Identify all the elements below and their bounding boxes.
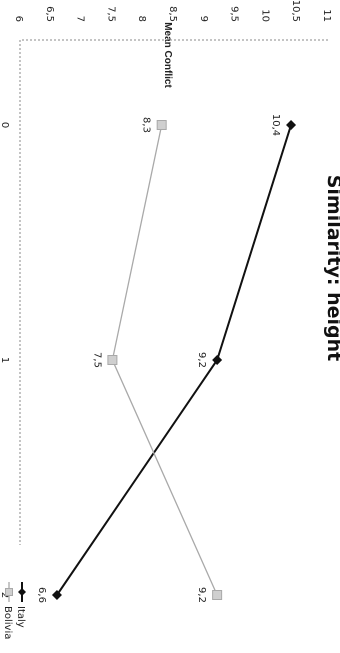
- y-tick-label: 10: [259, 9, 270, 22]
- point-marker: [156, 120, 167, 130]
- legend-marker: [5, 588, 13, 596]
- y-tick-label: 10,5: [290, 0, 301, 22]
- legend-label: Italy: [15, 606, 26, 628]
- y-tick-label: 6: [13, 16, 24, 22]
- y-tick-label: 11: [321, 9, 332, 22]
- rotated-chart-group: Similarity: height Mean Conflict 6 6,5 7 7,…: [0, 0, 340, 639]
- data-label: 10,4: [270, 114, 281, 136]
- data-label: 9,2: [196, 587, 207, 603]
- y-tick-label: 7: [75, 16, 86, 22]
- series-layer: 10,4 9,2 6,6 8,3 7,5 9,2: [36, 114, 297, 603]
- point-marker: [51, 590, 62, 600]
- y-tick-labels: 6 6,5 7 7,5 8 8,5 9 9,5 10 10,5 11: [13, 0, 332, 22]
- x-tick-label: 0: [0, 122, 10, 128]
- data-label: 6,6: [36, 587, 47, 603]
- data-label: 9,2: [196, 352, 207, 368]
- data-label: 7,5: [91, 352, 102, 368]
- y-tick-label: 9: [198, 16, 209, 22]
- x-tick-label: 1: [0, 357, 10, 363]
- data-label: 8,3: [141, 117, 152, 133]
- y-tick-label: 6,5: [44, 6, 55, 22]
- y-tick-label: 7,5: [105, 6, 116, 22]
- y-axis-label: Mean Conflict: [162, 22, 173, 88]
- point-marker: [286, 120, 297, 130]
- point-marker: [107, 355, 118, 365]
- legend-marker: [18, 588, 26, 596]
- y-tick-label: 8,5: [167, 6, 178, 22]
- point-marker: [212, 590, 223, 600]
- y-tick-label: 8: [136, 16, 147, 22]
- y-tick-label: 9,5: [229, 6, 240, 22]
- legend-label: Bolivia: [2, 606, 13, 639]
- x-tick-labels: 012: [0, 122, 10, 598]
- chart-title: Similarity: height: [323, 175, 340, 362]
